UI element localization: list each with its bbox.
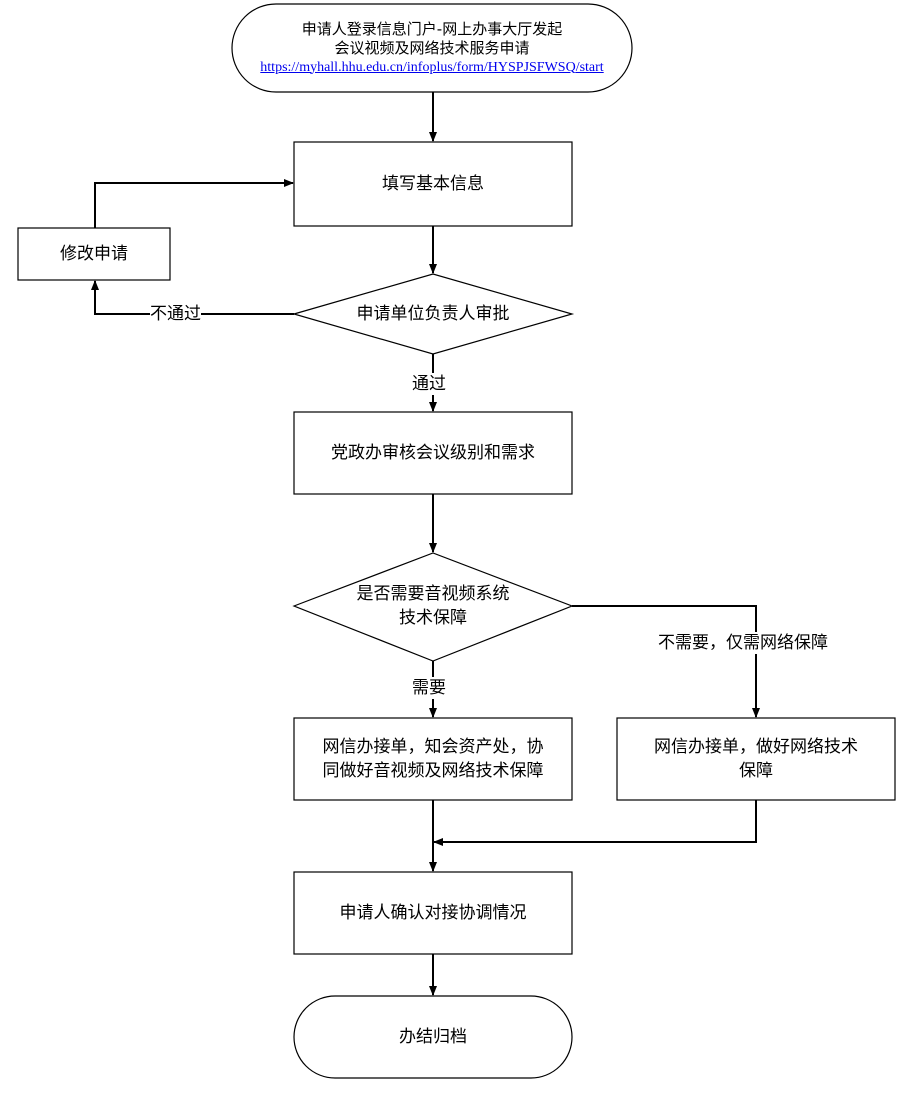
- av-decision-node: 是否需要音视频系统 技术保障: [320, 576, 546, 636]
- edge-label-need: 需要: [412, 677, 446, 699]
- start-line-1: 申请人登录信息门户-网上办事大厅发起: [301, 19, 563, 38]
- av-support-box: [293, 717, 573, 801]
- party-review-box: [293, 411, 573, 495]
- av-decision-line-1: 是否需要音视频系统: [356, 584, 510, 604]
- edge-noneed-to-net: [572, 605, 760, 718]
- edge-label-no-need: 不需要，仅需网络保障: [658, 632, 828, 654]
- end-terminal-shape: [293, 995, 573, 1079]
- av-support-node: 网信办接单，知会资产处，协 同做好音视频及网络技术保障: [294, 718, 572, 800]
- unit-approval-node: 申请单位负责人审批: [356, 304, 510, 324]
- edge-label-reject: 不通过: [150, 303, 201, 325]
- net-support-box: [616, 717, 896, 801]
- start-terminal: 申请人登录信息门户-网上办事大厅发起 会议视频及网络技术服务申请 https:/…: [232, 4, 632, 92]
- av-decision-line-2: 技术保障: [399, 608, 467, 628]
- net-support-line-2: 保障: [739, 761, 773, 781]
- application-link[interactable]: https://myhall.hhu.edu.cn/infoplus/form/…: [260, 59, 604, 75]
- confirm-box: [293, 871, 573, 955]
- edge-reject-to-modify: [91, 280, 294, 315]
- edge-label-pass: 通过: [412, 373, 446, 395]
- av-support-line-2: 同做好音视频及网络技术保障: [322, 761, 544, 781]
- end-node: 办结归档: [399, 1027, 467, 1047]
- fill-info-node: 填写基本信息: [382, 174, 484, 194]
- edge-net-to-merge: [433, 800, 757, 846]
- confirm-node: 申请人确认对接协调情况: [339, 903, 527, 923]
- start-line-2: 会议视频及网络技术服务申请: [334, 38, 530, 57]
- fill-info-box: [293, 141, 573, 227]
- net-support-line-1: 网信办接单，做好网络技术: [654, 737, 858, 757]
- party-review-node: 党政办审核会议级别和需求: [331, 443, 535, 463]
- modify-node: 修改申请: [60, 244, 128, 264]
- av-support-line-1: 网信办接单，知会资产处，协: [322, 737, 544, 757]
- unit-approval-diamond: [291, 273, 575, 355]
- net-support-node: 网信办接单，做好网络技术 保障: [617, 718, 895, 800]
- edge-modify-to-fill: [94, 179, 294, 228]
